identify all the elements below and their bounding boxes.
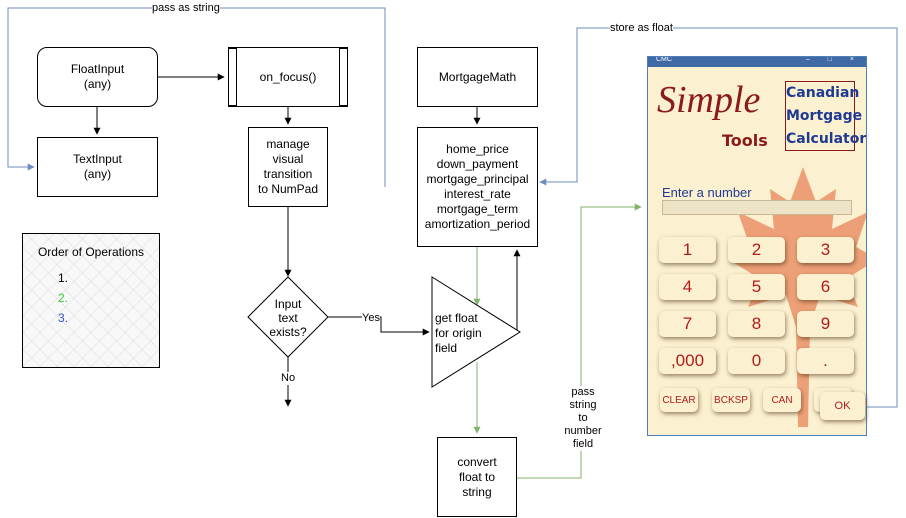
get-float-label: get float for origin field — [435, 311, 482, 355]
clear-button[interactable]: CLEAR — [660, 388, 698, 412]
key-thousands[interactable]: ,000 — [659, 348, 716, 374]
key-7[interactable]: 7 — [659, 311, 716, 337]
pass-as-string-label: pass as string — [152, 2, 220, 15]
calculator-app-window: CMC – □ × Simple Tools Canadian Mortgage… — [647, 56, 867, 436]
legend-title: Order of Operations — [37, 245, 145, 259]
key-1[interactable]: 1 — [659, 237, 716, 263]
key-5[interactable]: 5 — [728, 274, 785, 300]
convert-float-node: convert float to string — [437, 437, 517, 517]
logo-simple: Simple — [657, 79, 761, 121]
key-6[interactable]: 6 — [797, 274, 854, 300]
app-window-title: CMC — [656, 56, 672, 63]
edge-store-as-float — [539, 27, 898, 408]
logo-tools: Tools — [722, 131, 768, 150]
mortgage-fields-node: home_price down_payment mortgage_princip… — [417, 127, 538, 247]
onfocus-label: on_focus() — [259, 69, 317, 84]
store-as-float-label: store as float — [610, 22, 673, 35]
key-0[interactable]: 0 — [728, 348, 785, 374]
ok-button[interactable]: OK — [820, 392, 865, 420]
onfocus-left-bar — [228, 48, 237, 106]
yes-label: Yes — [362, 312, 380, 325]
key-2[interactable]: 2 — [728, 237, 785, 263]
manage-visual-node: manage visual transition to NumPad — [248, 127, 328, 207]
textinput-node: TextInput (any) — [37, 137, 158, 197]
decision-label: Input text exists? — [269, 297, 307, 339]
brand-box: Canadian Mortgage Calculator — [785, 81, 866, 151]
no-label: No — [281, 372, 296, 385]
app-window-controls: – □ × — [805, 56, 862, 63]
edge-decision-yes — [328, 316, 430, 336]
floatinput-node: FloatInput (any) — [37, 47, 158, 107]
key-decimal[interactable]: . — [797, 348, 854, 374]
mortgagemath-node: MortgageMath — [417, 47, 538, 107]
legend-item-3: 3. — [58, 311, 69, 325]
key-4[interactable]: 4 — [659, 274, 716, 300]
key-8[interactable]: 8 — [728, 311, 785, 337]
onfocus-process-node: on_focus() — [228, 47, 348, 107]
legend-item-2: 2. — [58, 291, 69, 305]
order-of-operations-legend: Order of Operations 1. 2. 3. — [22, 233, 160, 368]
key-3[interactable]: 3 — [797, 237, 854, 263]
cancel-button[interactable]: CAN — [763, 388, 801, 412]
legend-item-1: 1. — [58, 271, 69, 285]
enter-number-label: Enter a number — [662, 185, 752, 200]
triangle-shape — [431, 276, 521, 388]
decision-diamond — [247, 276, 329, 358]
key-9[interactable]: 9 — [797, 311, 854, 337]
backspace-button[interactable]: BCKSP — [712, 388, 750, 412]
number-input-field[interactable] — [662, 200, 852, 215]
pass-string-to-number-label: pass string to number field — [560, 386, 606, 451]
edge-convert-to-numberfield — [517, 203, 642, 479]
edge-pass-as-string — [7, 7, 386, 187]
app-title-bar: CMC – □ × — [648, 57, 866, 67]
onfocus-right-bar — [339, 48, 348, 106]
